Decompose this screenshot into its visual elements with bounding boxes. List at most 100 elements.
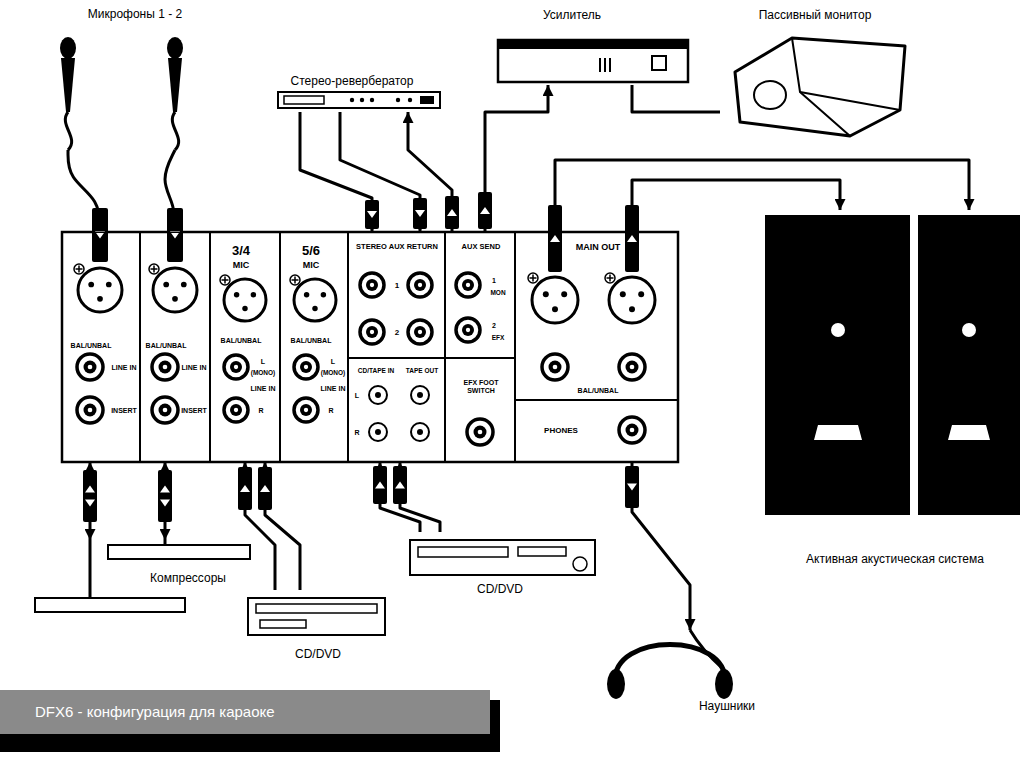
active-speaker bbox=[765, 215, 1020, 515]
panel-jack bbox=[456, 273, 480, 297]
microphone-icon bbox=[60, 37, 76, 59]
microphone-icon bbox=[60, 37, 183, 150]
panel-label: 2 bbox=[492, 322, 496, 330]
panel-jack bbox=[77, 354, 103, 380]
panel-label: BAL/UNBAL bbox=[221, 337, 262, 345]
active-speaker bbox=[962, 323, 976, 337]
cable-plug bbox=[260, 485, 270, 492]
panel-jack bbox=[321, 292, 326, 297]
panel-jack bbox=[97, 296, 103, 302]
panel-label: 5/6 bbox=[302, 244, 320, 258]
cable-plug bbox=[240, 485, 250, 492]
panel-jack bbox=[153, 268, 197, 312]
cd-player bbox=[573, 557, 587, 571]
cd-player bbox=[410, 540, 595, 575]
panel-jack bbox=[532, 277, 578, 323]
panel-label: MAIN OUT bbox=[576, 243, 621, 253]
compressor-unit bbox=[90, 540, 165, 598]
amplifier-unit bbox=[652, 56, 666, 70]
cable-plug bbox=[160, 500, 170, 507]
panel-jack bbox=[530, 275, 537, 282]
panel-jack bbox=[84, 361, 97, 374]
panel-section: STEREO AUX RETURN12 bbox=[348, 232, 445, 358]
panel-jack bbox=[163, 408, 168, 413]
channel-strip: 5/6MICBAL/UNBALL(MONO)LINE INR bbox=[280, 232, 348, 462]
cable-plug bbox=[478, 192, 492, 229]
cable-plug bbox=[395, 482, 405, 489]
panel-label: LINE IN bbox=[251, 385, 276, 393]
panel-jack bbox=[300, 361, 312, 373]
panel-jack bbox=[294, 355, 318, 379]
panel-label: (MONO) bbox=[251, 369, 276, 376]
amplifier-unit bbox=[498, 40, 688, 49]
panel-label: BAL/UNBAL bbox=[291, 337, 332, 345]
panel-jack bbox=[294, 398, 318, 422]
device-node: Усилитель bbox=[495, 5, 690, 85]
panel-jack bbox=[224, 279, 266, 321]
reverb-unit bbox=[350, 98, 354, 102]
panel-jack bbox=[242, 306, 247, 311]
panel-jack bbox=[418, 283, 422, 287]
panel-label: MON bbox=[490, 289, 505, 296]
panel-jack bbox=[74, 264, 655, 445]
panel-jack bbox=[181, 282, 187, 288]
cable-plug bbox=[625, 466, 639, 508]
panel-jack bbox=[630, 428, 635, 433]
panel-label: LINE IN bbox=[182, 364, 207, 372]
cable-plug bbox=[415, 210, 425, 217]
panel-jack bbox=[74, 264, 84, 274]
reverb-unit bbox=[278, 92, 440, 108]
cable-plug bbox=[393, 466, 407, 504]
device-node: Микрофоны 1 - 2 bbox=[40, 5, 215, 150]
panel-label: STEREO AUX RETURN bbox=[356, 243, 438, 251]
reverb-unit bbox=[408, 98, 412, 102]
cable-connector bbox=[632, 462, 690, 630]
cable-plug bbox=[627, 235, 637, 242]
panel-jack bbox=[251, 292, 256, 297]
panel-jack bbox=[478, 430, 483, 435]
headphones-icon bbox=[715, 669, 733, 699]
panel-label: PHONES bbox=[544, 427, 578, 436]
panel-jack bbox=[230, 361, 242, 373]
panel-label: CD/TAPE IN bbox=[358, 367, 394, 374]
cd-player bbox=[248, 540, 595, 635]
panel-jack bbox=[414, 326, 426, 338]
compressor-unit bbox=[108, 545, 250, 559]
panel-jack bbox=[366, 279, 378, 291]
cable-plug bbox=[365, 200, 379, 229]
headphones-icon bbox=[615, 645, 725, 683]
active-speaker bbox=[948, 425, 990, 440]
caption: DFX6 - конфигурация для караоке bbox=[0, 690, 490, 734]
panel-jack bbox=[304, 292, 309, 297]
device-node: Активная акустическая система bbox=[760, 210, 1022, 575]
panel-label: 1 bbox=[492, 277, 496, 285]
device-label: Наушники bbox=[699, 700, 755, 713]
mixer-panel bbox=[62, 232, 678, 462]
amplifier-unit bbox=[498, 40, 688, 82]
panel-label: L bbox=[355, 392, 359, 400]
device-node: CD/DVD bbox=[405, 532, 600, 600]
device-label: Компрессоры bbox=[150, 572, 226, 585]
panel-jack bbox=[149, 264, 159, 274]
panel-jack bbox=[77, 397, 103, 423]
panel-jack bbox=[360, 320, 384, 344]
cable-plug bbox=[83, 192, 639, 522]
panel-jack bbox=[88, 408, 93, 413]
device-node: Наушники bbox=[600, 630, 775, 715]
panel-jack bbox=[629, 306, 635, 312]
panel-jack bbox=[619, 417, 645, 443]
cable-plug bbox=[85, 500, 95, 507]
panel-jack bbox=[609, 277, 655, 323]
panel-section: CD/TAPE INTAPE OUTLR bbox=[348, 358, 445, 462]
cable-plug bbox=[238, 467, 252, 510]
cable-plug bbox=[167, 208, 183, 262]
cable-plug bbox=[445, 196, 459, 229]
active-speaker bbox=[765, 215, 910, 515]
panel-jack bbox=[159, 361, 172, 374]
reverb-unit bbox=[396, 98, 400, 102]
panel-jack bbox=[304, 365, 308, 369]
passive-monitor bbox=[735, 38, 905, 136]
panel-jack bbox=[172, 296, 178, 302]
compressor-unit bbox=[35, 540, 250, 612]
